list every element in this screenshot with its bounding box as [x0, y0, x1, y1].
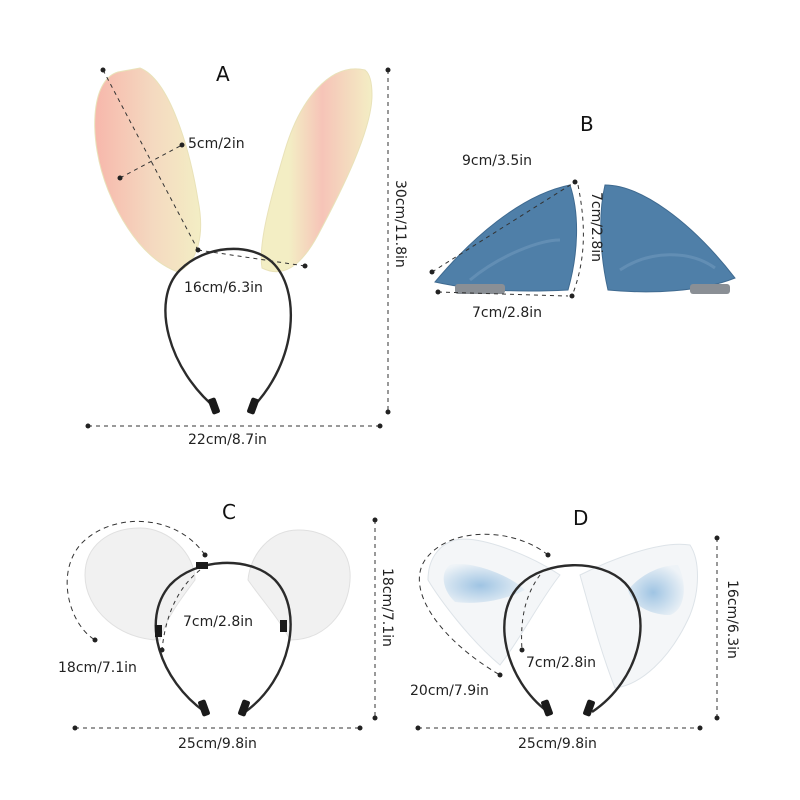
panel-c-inner-label: 7cm/2.8in — [183, 614, 253, 630]
panel-a-inner-label: 16cm/6.3in — [184, 280, 263, 296]
panel-d-inner-label: 7cm/2.8in — [526, 655, 596, 671]
panel-a-bunny-ears — [85, 67, 391, 429]
panel-c-letter: C — [222, 500, 236, 524]
round-ear-left — [84, 527, 196, 641]
panel-b-base-label: 7cm/2.8in — [472, 305, 542, 321]
cat-clip-left — [434, 184, 578, 292]
panel-a-base-label: 22cm/8.7in — [188, 432, 267, 448]
panel-a-width-label: 5cm/2in — [188, 136, 245, 152]
panel-d-fox-ears — [415, 533, 720, 731]
bunny-ear-left — [94, 67, 202, 273]
panel-b-letter: B — [580, 112, 594, 136]
panel-a-height-label: 30cm/11.8in — [392, 180, 408, 268]
panel-b-diag-label: 9cm/3.5in — [462, 153, 532, 169]
panel-c-ear-label: 18cm/7.1in — [58, 660, 137, 676]
fox-ear-left — [427, 538, 561, 666]
panel-d-ear-label: 20cm/7.9in — [410, 683, 489, 699]
panel-c-base-label: 25cm/9.8in — [178, 736, 257, 752]
headband-a — [164, 247, 293, 411]
cat-clip-right — [600, 184, 736, 293]
panel-a-letter: A — [216, 62, 230, 86]
round-ear-right — [247, 529, 351, 641]
bunny-ear-right — [260, 68, 373, 273]
panel-d-base-label: 25cm/9.8in — [518, 736, 597, 752]
panel-b-cat-clips — [429, 179, 736, 299]
headband-d — [503, 564, 642, 713]
panel-c-height-label: 18cm/7.1in — [379, 568, 395, 647]
panel-b-height-label: 7cm/2.8in — [588, 192, 604, 262]
panel-c-round-ears — [66, 517, 378, 731]
panel-d-letter: D — [573, 506, 589, 530]
panel-d-height-label: 16cm/6.3in — [724, 580, 740, 659]
